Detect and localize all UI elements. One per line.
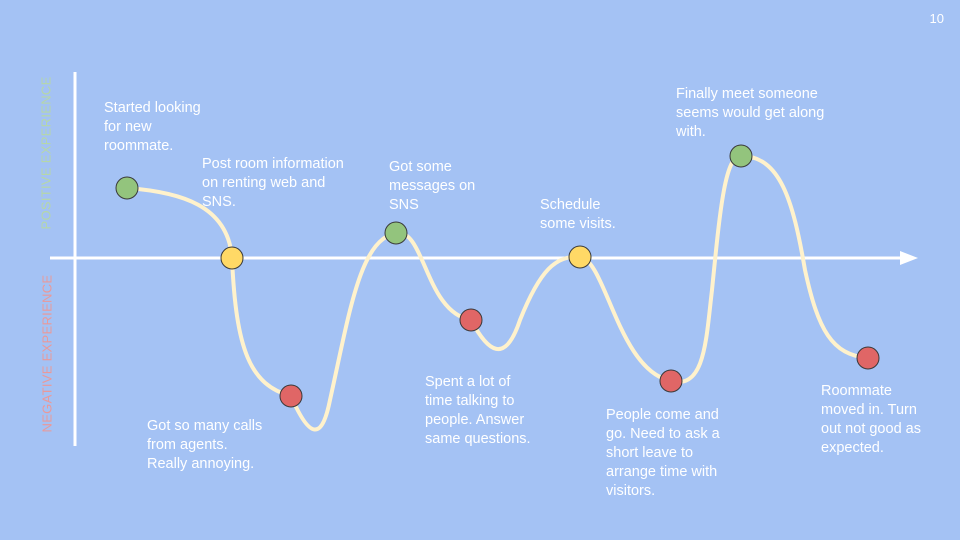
step-9-note: Roommate moved in. Turn out not good as … (821, 383, 921, 456)
step-2-note: Post room information on renting web and… (202, 156, 344, 210)
step-8-positive-marker (729, 144, 753, 168)
positive-experience-label: POSITIVE EXPERIENCE (38, 76, 54, 230)
step-5-note: Spent a lot of time talking to people. A… (425, 374, 531, 447)
step-5-negative-marker (459, 308, 483, 332)
negative-experience-label: NEGATIVE EXPERIENCE (39, 274, 55, 433)
step-6-neutral-marker (568, 245, 592, 269)
page-number: 10 (929, 11, 944, 26)
step-3-negative-marker (279, 384, 303, 408)
step-6-note: Schedule some visits. (540, 197, 616, 232)
step-1-note: Started looking for new roommate. (104, 100, 201, 154)
stage-markers (115, 144, 880, 408)
step-7-negative-marker (659, 369, 683, 393)
step-3-note: Got so many calls from agents. Really an… (147, 418, 263, 472)
step-8-note: Finally meet someone seems would get alo… (676, 86, 825, 140)
axis-arrowhead (900, 251, 918, 265)
step-2-neutral-marker (220, 246, 244, 270)
step-9-negative-marker (856, 346, 880, 370)
step-7-note: People come and go. Need to ask a short … (606, 407, 720, 499)
step-4-note: Got some messages on SNS (389, 159, 476, 213)
step-1-positive-marker (115, 176, 139, 200)
step-4-positive-marker (384, 221, 408, 245)
